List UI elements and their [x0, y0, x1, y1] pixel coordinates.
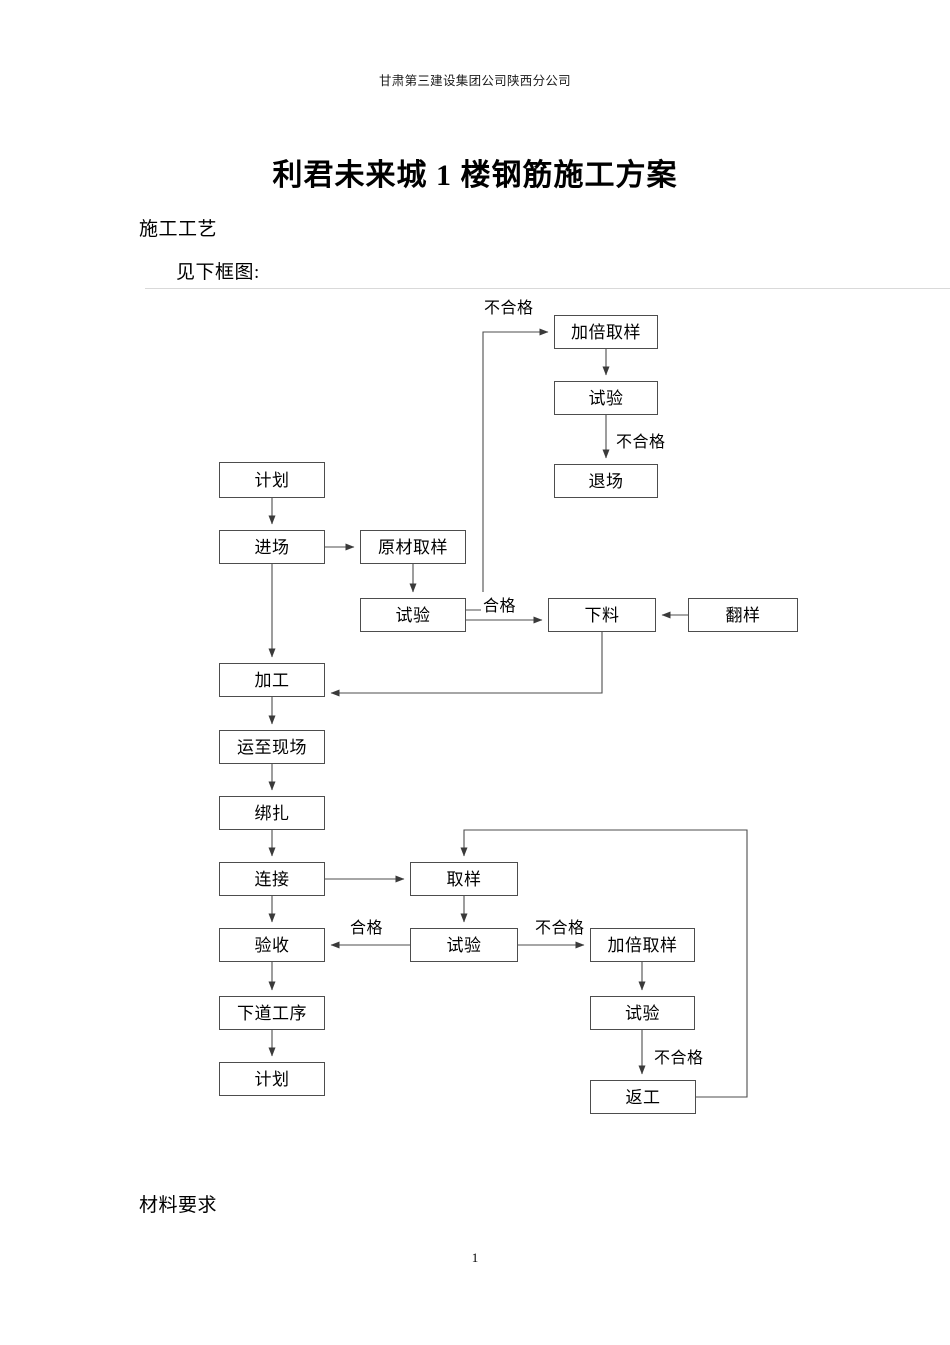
flow-node-n-quyang: 取样 — [410, 862, 518, 896]
section-subheading-see-diagram: 见下框图: — [176, 262, 260, 283]
flow-node-n-jiabei-top: 加倍取样 — [554, 315, 658, 349]
running-header: 甘肃第三建设集团公司陕西分公司 — [378, 73, 571, 88]
flow-node-n-yuancai: 原材取样 — [360, 530, 466, 564]
flow-edge-label-lbl-buhege-low: 不合格 — [533, 914, 587, 938]
flow-node-n-shiyan-top: 试验 — [554, 381, 658, 415]
flow-node-n-jiagong: 加工 — [219, 663, 325, 697]
flow-edge-label-lbl-hege-low: 合格 — [348, 914, 386, 938]
flow-node-n-jihua-1: 计划 — [219, 462, 325, 498]
flow-node-n-bangza: 绑扎 — [219, 796, 325, 830]
horizontal-rule — [145, 288, 950, 289]
flow-node-n-shiyan-low: 试验 — [410, 928, 518, 962]
flow-node-n-fanyang: 翻样 — [688, 598, 798, 632]
flow-edge-label-lbl-buhege-top2: 不合格 — [614, 428, 668, 452]
flow-node-n-tuichang: 退场 — [554, 464, 658, 498]
flow-edge-label-lbl-hege-mid: 合格 — [481, 592, 519, 616]
flow-node-n-jiabei-low: 加倍取样 — [590, 928, 695, 962]
flow-node-n-lianjie: 连接 — [219, 862, 325, 896]
flow-node-n-fangong: 返工 — [590, 1080, 696, 1114]
section-heading-construction-process: 施工工艺 — [139, 219, 218, 240]
flow-node-n-jihua-2: 计划 — [219, 1062, 325, 1096]
flow-edge-label-lbl-buhege-top: 不合格 — [482, 294, 536, 318]
flow-node-n-shiyan-mid: 试验 — [360, 598, 466, 632]
flow-node-n-xiadao: 下道工序 — [219, 996, 325, 1030]
flow-node-n-shiyan-bot: 试验 — [590, 996, 695, 1030]
flow-node-n-yanshou: 验收 — [219, 928, 325, 962]
flow-node-n-xialiao: 下料 — [548, 598, 656, 632]
flow-node-n-yunzhi: 运至现场 — [219, 730, 325, 764]
flow-node-n-jinchang: 进场 — [219, 530, 325, 564]
flow-edge-label-lbl-buhege-bottom: 不合格 — [652, 1044, 706, 1068]
page-title: 利君未来城 1 楼钢筋施工方案 — [272, 159, 678, 192]
page-number: 1 — [471, 1250, 479, 1265]
section-heading-material-requirements: 材料要求 — [139, 1195, 218, 1216]
